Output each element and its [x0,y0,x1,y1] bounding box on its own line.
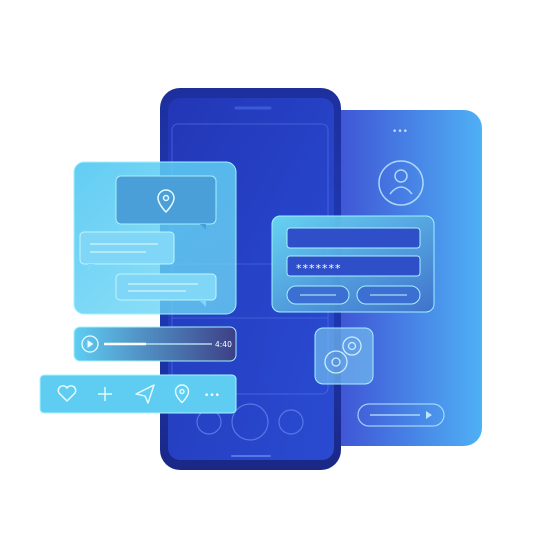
audio-player[interactable]: 4:40 [73,326,237,362]
password-field[interactable] [286,255,421,277]
action-bar: ••• [39,374,237,414]
map-pin-icon [157,189,175,214]
gears-icon [324,336,362,374]
user-avatar-icon [378,160,424,206]
chat-bubble-map[interactable] [115,175,217,230]
login-buttons[interactable] [286,285,421,305]
map-pin-icon[interactable] [174,384,190,404]
username-field[interactable] [286,227,421,249]
send-icon[interactable] [135,384,155,404]
chat-bubble-left[interactable] [79,231,175,271]
settings-tile[interactable] [314,327,374,385]
arrow-right-icon [426,411,432,419]
slide-to-unlock[interactable] [357,403,445,427]
play-icon[interactable] [81,335,99,353]
plus-icon[interactable] [98,387,112,401]
chat-card [73,161,237,315]
more-dots-icon[interactable]: ••• [204,391,220,401]
chat-bubble-right[interactable] [115,273,217,307]
password-mask: ******* [296,262,342,275]
back-panel-dots: ••• [392,127,408,137]
login-card: ******* [271,215,435,313]
heart-icon[interactable] [57,385,77,402]
player-time: 4:40 [215,340,232,349]
